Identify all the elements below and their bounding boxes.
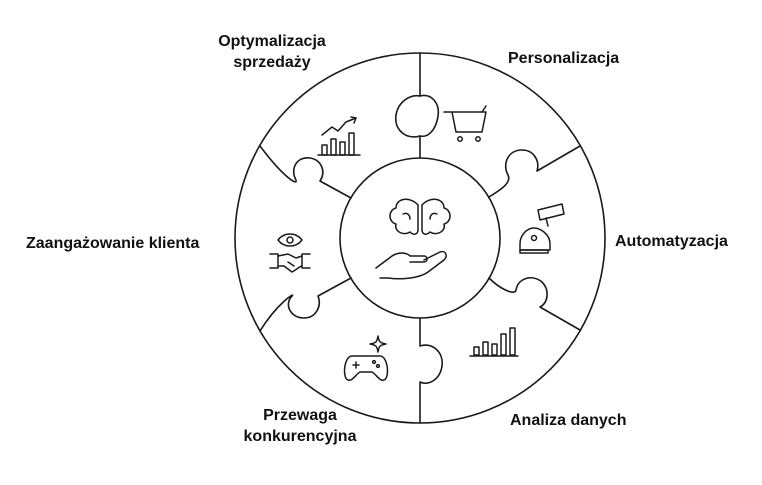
divider-bottom-left	[259, 277, 352, 332]
label-zaangazowanie: Zaangażowanie klienta	[26, 233, 199, 254]
eye-handshake-icon	[269, 233, 311, 273]
label-automatyzacja: Automatyzacja	[615, 231, 728, 252]
label-line: sprzedaży	[233, 54, 311, 71]
label-przewaga: Przewaga konkurencyjna	[240, 405, 360, 447]
chart-trend-icon	[317, 116, 361, 156]
divider-top-right	[488, 145, 581, 199]
label-line: Zaangażowanie klienta	[26, 235, 200, 252]
center-circle	[339, 157, 501, 319]
label-line: Automatyzacja	[615, 233, 728, 250]
label-personalizacja: Personalizacja	[508, 48, 619, 69]
gamepad-sparkle-icon	[343, 335, 389, 382]
label-analiza-danych: Analiza danych	[510, 410, 626, 431]
brain-hand-icon	[375, 198, 451, 280]
divider-top-left	[259, 145, 352, 199]
divider-top-knob	[419, 94, 440, 138]
divider-bottom	[419, 317, 443, 424]
label-line: Przewaga	[263, 407, 337, 424]
bar-chart-icon	[469, 327, 519, 357]
shopping-cart-icon	[443, 105, 487, 142]
label-line: Optymalizacja	[218, 33, 326, 50]
label-line: konkurencyjna	[243, 428, 357, 445]
label-optymalizacja: Optymalizacja sprzedaży	[204, 31, 340, 73]
divider-bottom-right	[488, 277, 581, 331]
divider-top	[395, 52, 421, 159]
label-line: Analiza danych	[510, 412, 627, 429]
label-line: Personalizacja	[508, 50, 620, 67]
robot-camera-icon	[519, 203, 565, 254]
